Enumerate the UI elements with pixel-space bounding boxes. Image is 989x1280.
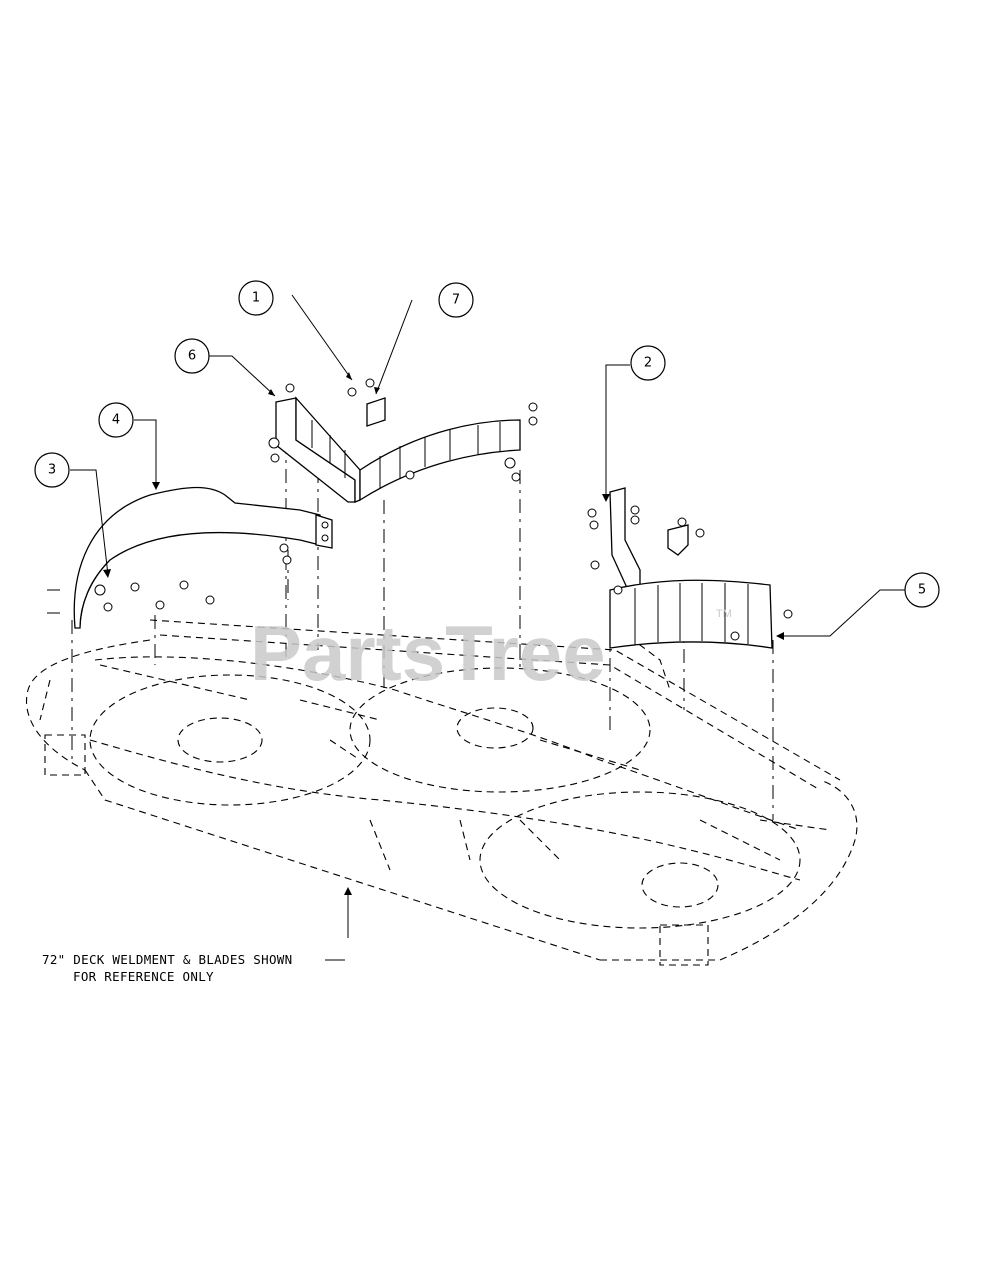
callout-2: 2 [630,345,666,381]
note-line-2: FOR REFERENCE ONLY [73,969,214,984]
callout-3: 3 [34,452,70,488]
callout-label: 5 [918,583,926,598]
callout-label: 7 [452,293,460,308]
callout-4: 4 [98,402,134,438]
callout-label: 6 [188,349,196,364]
callout-label: 3 [48,463,56,478]
callout-label: 1 [252,291,260,306]
baffle-right [609,579,793,649]
leader-lines [70,294,905,961]
callout-7: 7 [438,282,474,318]
callout-5: 5 [904,572,940,608]
baffle-rear-center [268,378,538,503]
callout-label: 4 [112,413,120,428]
callout-1: 1 [238,280,274,316]
note-line-1: 72" DECK WELDMENT & BLADES SHOWN [42,952,292,967]
reference-note: 72" DECK WELDMENT & BLADES SHOWN FOR REF… [42,952,292,984]
callout-6: 6 [174,338,210,374]
watermark-tm: TM [716,608,732,620]
deck-weldment-outline [26,619,858,966]
watermark-text: PartsTree [250,609,606,697]
baffle-left [47,486,333,629]
bracket-right [587,487,705,591]
callout-label: 2 [644,356,652,371]
watermark: PartsTree TM [250,608,732,697]
